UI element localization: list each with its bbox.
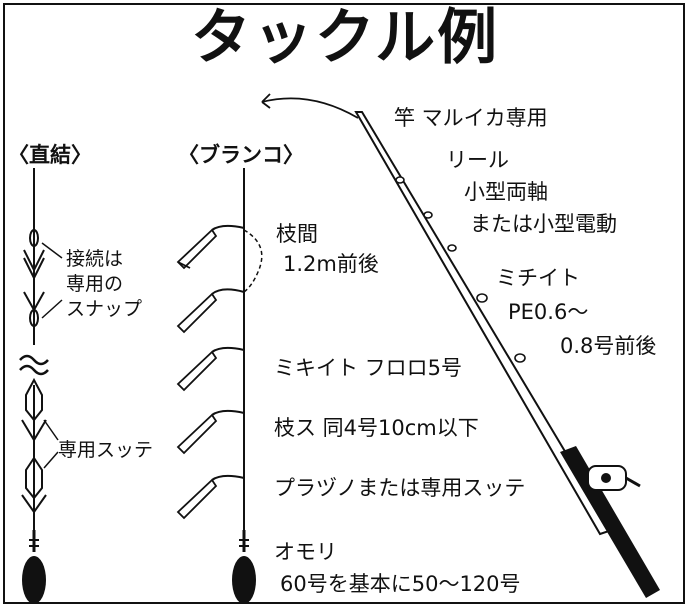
- branco-rig-sinker: [232, 556, 256, 604]
- sutte-note: 専用スッテ: [58, 439, 154, 461]
- branch-interval-label: 枝間: [276, 222, 318, 246]
- branco-rig-drawing: [211, 168, 263, 552]
- direct-rig-drawing: [19, 168, 63, 552]
- connect-note-line2: 専用の: [66, 273, 124, 295]
- diagram-title: タックル例: [190, 3, 500, 73]
- rod-label: 竿 マルイカ専用: [394, 106, 548, 130]
- branch-line-label: 枝ス 同4号10cm以下: [274, 416, 479, 440]
- direct-rig-header: 〈直結〉: [8, 143, 92, 167]
- lure-label: プラヅノまたは専用スッテ: [274, 476, 526, 500]
- branch-interval-value: 1.2m前後: [283, 252, 379, 276]
- mainline-pe-1: PE0.6〜: [508, 300, 589, 324]
- diagram-frame: [3, 3, 685, 604]
- sinker-weight: 60号を基本に50〜120号: [280, 572, 521, 596]
- rod-drawing: [261, 93, 660, 598]
- mainline-pe-2: 0.8号前後: [560, 334, 657, 358]
- reel-type-1: 小型両軸: [464, 180, 548, 204]
- plazuno-lures: [176, 228, 218, 520]
- mainline-label: ミキイト フロロ5号: [274, 356, 463, 380]
- reel-type-2: または小型電動: [470, 212, 617, 236]
- connect-note-line1: 接続は: [66, 248, 124, 270]
- sinker-label: オモリ: [274, 540, 337, 564]
- branco-rig-header: 〈ブランコ〉: [178, 143, 304, 167]
- connect-note-line3: スナップ: [66, 298, 143, 320]
- mainline-top-label: ミチイト: [496, 266, 580, 290]
- direct-rig-sinker: [22, 556, 46, 604]
- reel-label: リール: [446, 148, 509, 172]
